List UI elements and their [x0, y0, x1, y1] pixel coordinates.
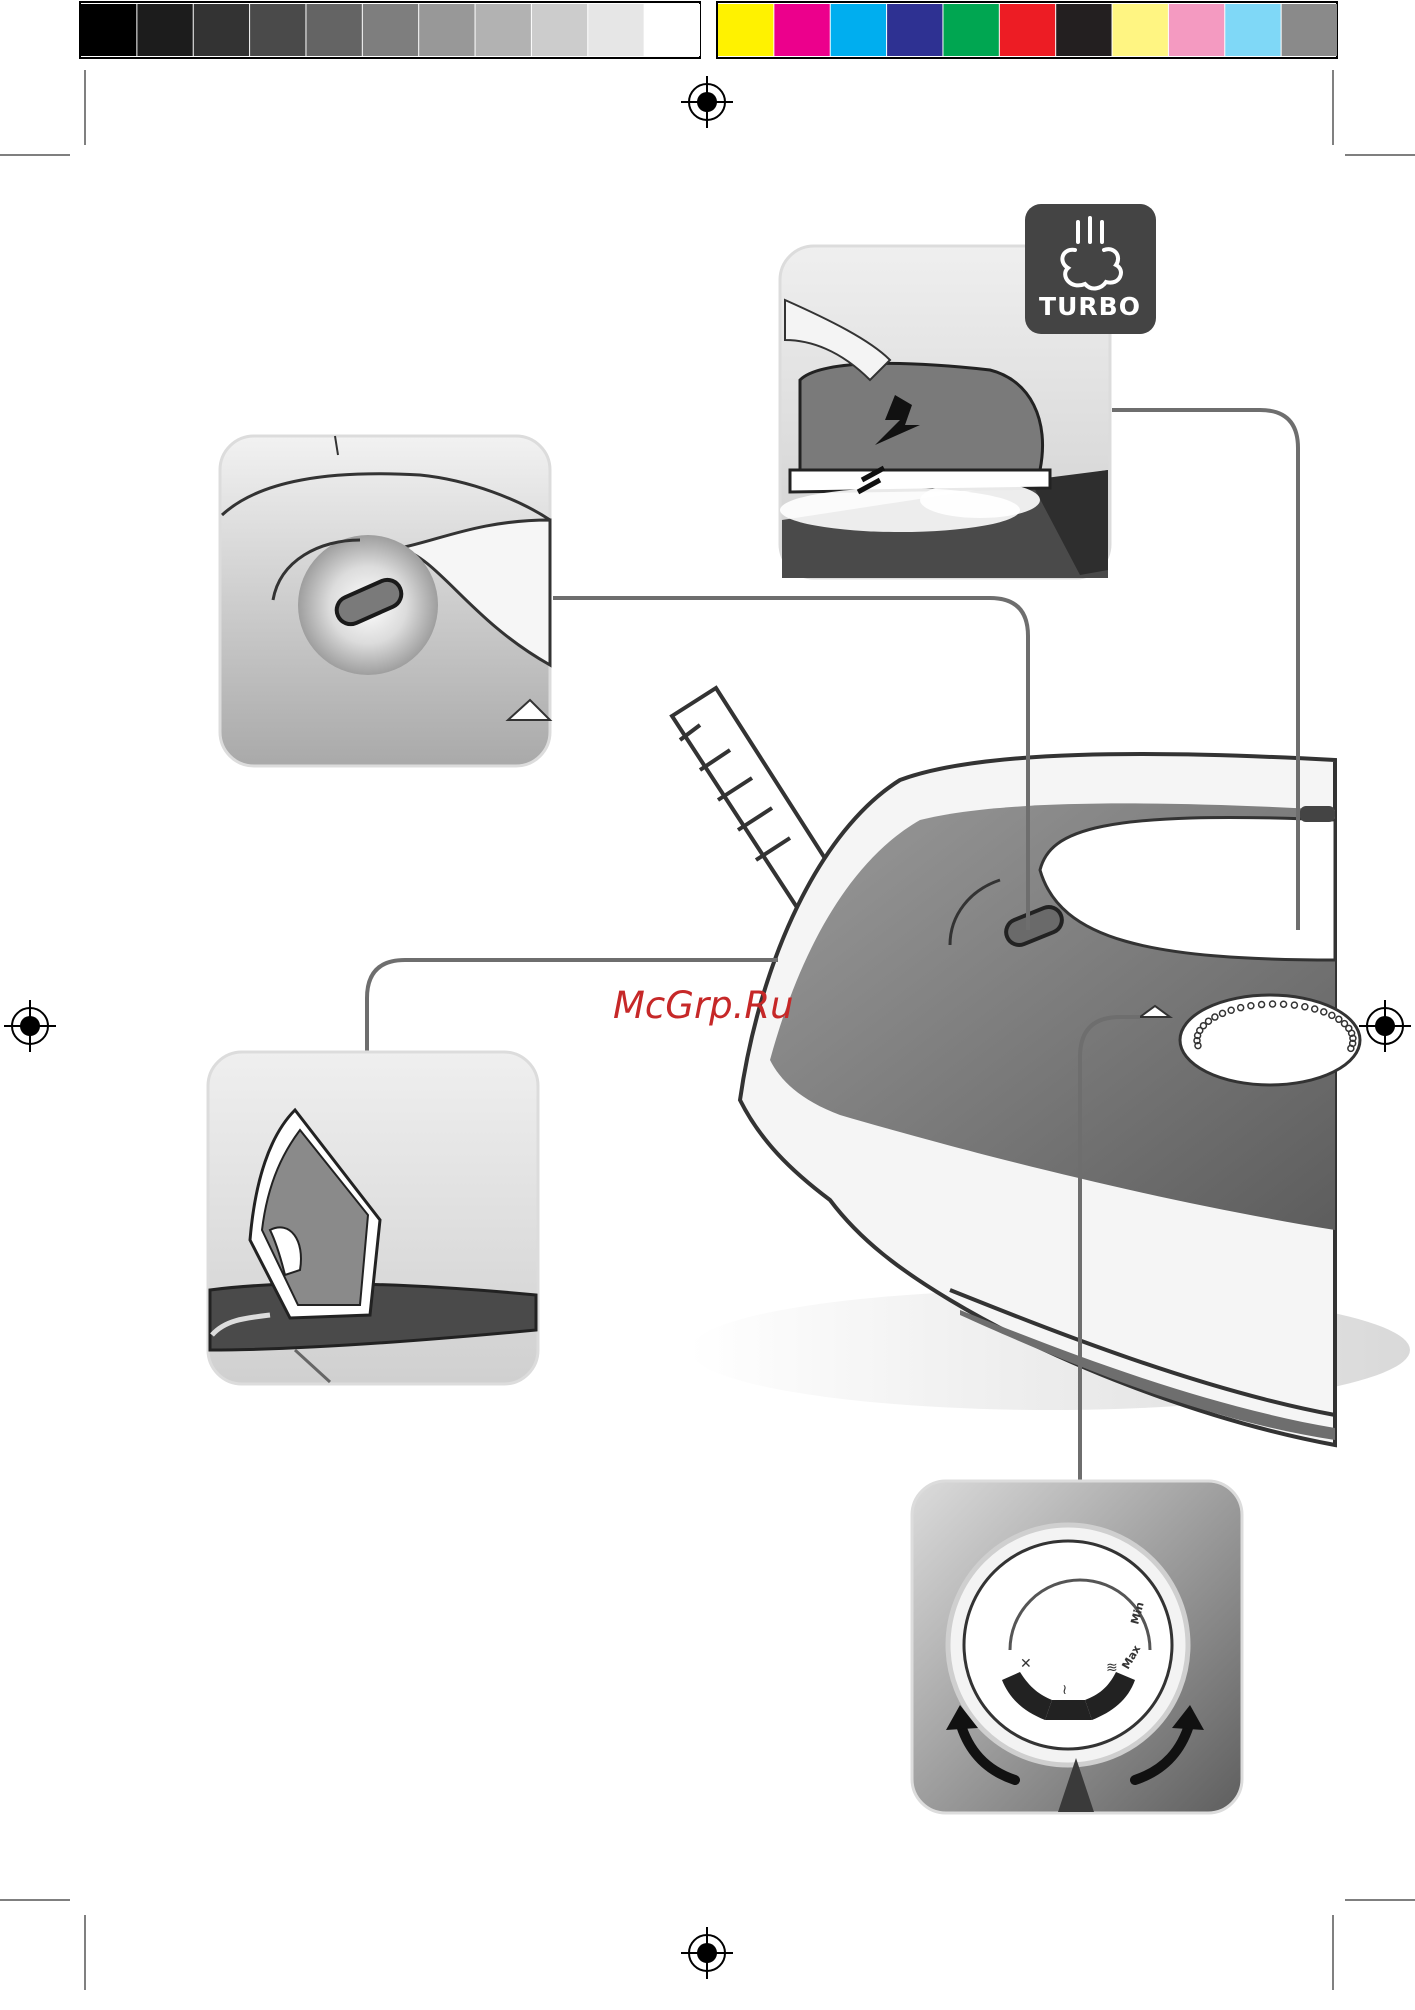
process-swatch-11 — [1282, 4, 1337, 56]
turbo-badge-label: TURBO — [1039, 292, 1141, 321]
process-swatch-4 — [887, 4, 942, 56]
turbo-badge: TURBO — [1025, 204, 1156, 334]
registration-mark-top — [681, 76, 733, 128]
registration-mark-right — [1359, 1000, 1411, 1052]
gray-swatch-7 — [419, 4, 474, 56]
gray-swatch-1 — [81, 4, 136, 56]
process-swatch-7 — [1056, 4, 1111, 56]
process-swatch-1 — [718, 4, 773, 56]
process-swatch-5 — [943, 4, 998, 56]
max-steam-icon: ≋ — [1106, 1660, 1118, 1676]
process-swatch-8 — [1113, 4, 1168, 56]
gray-swatch-2 — [137, 4, 192, 56]
process-swatch-6 — [1000, 4, 1055, 56]
small-iron-body — [800, 363, 1043, 480]
gray-swatch-10 — [588, 4, 643, 56]
steam-icon: ≀ — [1062, 1682, 1067, 1698]
watermark-text: McGrp.Ru — [613, 984, 794, 1027]
registration-mark-left — [4, 1000, 56, 1052]
process-swatch-9 — [1169, 4, 1224, 56]
panel-heel-rest — [208, 1052, 538, 1384]
color-calibration-bar — [80, 2, 1337, 58]
registration-mark-bottom — [681, 1927, 733, 1979]
segment-steam — [1045, 1700, 1092, 1720]
process-swatch-2 — [774, 4, 829, 56]
panel-temperature-dial: Min Max ✕ ≀ ≋ — [912, 1481, 1242, 1813]
spray-nozzle — [1300, 806, 1335, 822]
iron-temperature-dial — [1180, 995, 1360, 1085]
gray-swatch-6 — [363, 4, 418, 56]
gray-swatch-3 — [194, 4, 249, 56]
gray-swatch-5 — [306, 4, 361, 56]
process-swatch-10 — [1225, 4, 1280, 56]
process-color-strip — [718, 4, 1337, 56]
gray-swatch-9 — [532, 4, 587, 56]
no-steam-icon: ✕ — [1020, 1656, 1032, 1672]
gray-swatch-4 — [250, 4, 305, 56]
panel-button-closeup — [220, 436, 550, 766]
grayscale-strip — [81, 4, 700, 56]
process-swatch-3 — [831, 4, 886, 56]
gray-swatch-8 — [476, 4, 531, 56]
gray-swatch-11 — [645, 4, 700, 56]
